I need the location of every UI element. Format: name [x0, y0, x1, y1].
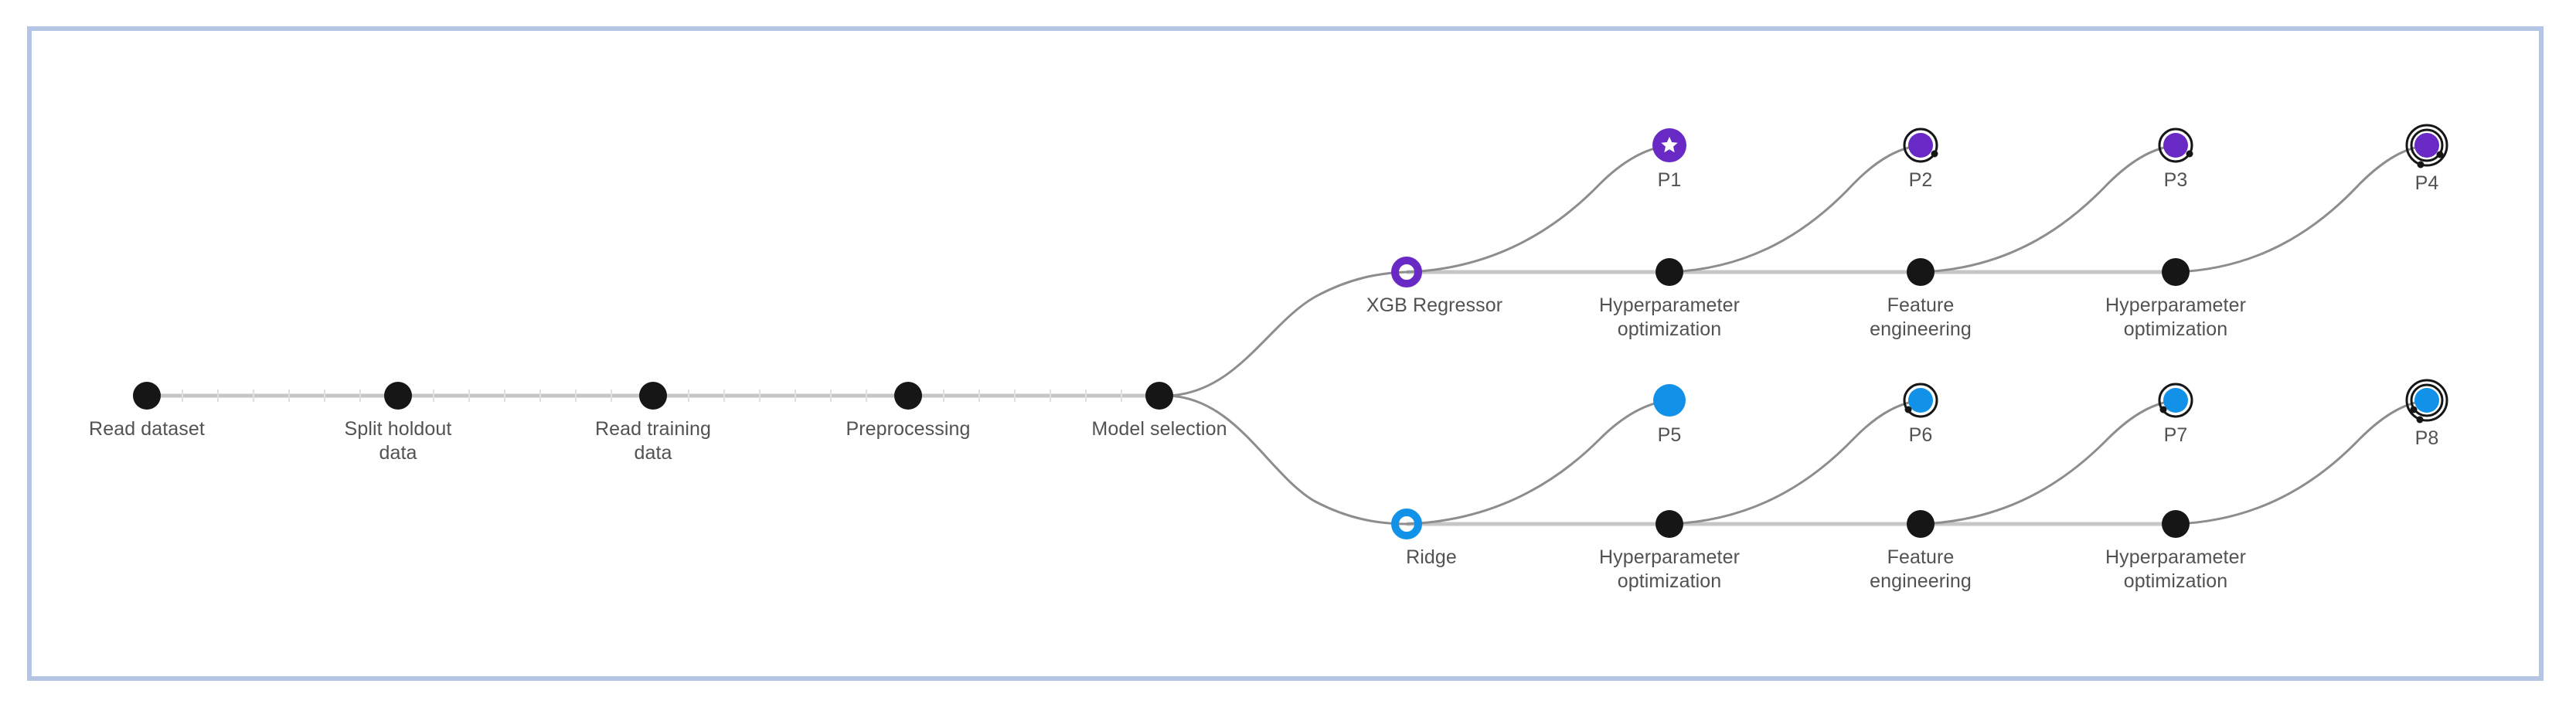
label-xgb-regressor: XGB Regressor — [1366, 294, 1503, 316]
arrow-tip-icon — [2417, 161, 2425, 168]
node-split-holdout[interactable] — [384, 382, 412, 410]
arrow-tip-icon — [2159, 406, 2167, 413]
label-p6: P6 — [1908, 424, 1933, 446]
node-read-dataset[interactable] — [133, 382, 161, 410]
node-ridge-hpo-2[interactable] — [2162, 510, 2190, 538]
pipeline-node-p1[interactable] — [1652, 128, 1686, 162]
node-xgb-feature-eng[interactable] — [1907, 258, 1935, 286]
pipeline-node-p4[interactable] — [2405, 124, 2448, 168]
label-xgb-hpo-2: Hyperparameter optimization — [2105, 294, 2247, 340]
label-xgb-hpo-1: Hyperparameter optimization — [1598, 294, 1741, 340]
node-xgb-hpo-2[interactable] — [2162, 258, 2190, 286]
label-ridge: Ridge — [1406, 546, 1457, 568]
arrow-tip-icon — [2416, 416, 2424, 424]
xgb-branch-node-layer — [1391, 257, 2190, 287]
node-ridge-hpo-1[interactable] — [1656, 510, 1683, 538]
label-p1: P1 — [1657, 169, 1682, 191]
label-ridge-hpo-1: Hyperparameter optimization — [1598, 546, 1741, 592]
label-p5: P5 — [1657, 424, 1682, 446]
label-p2: P2 — [1908, 169, 1933, 191]
pipeline-node-p5[interactable] — [1653, 384, 1686, 417]
diagram-panel — [27, 26, 2544, 681]
node-ridge-feature-eng[interactable] — [1907, 510, 1935, 538]
arrow-tip-icon — [1904, 406, 1912, 413]
trunk-node-layer — [133, 382, 1173, 410]
ridge-branch-node-layer — [1391, 509, 2190, 539]
node-read-training[interactable] — [639, 382, 667, 410]
label-preprocessing: Preprocessing — [846, 418, 971, 440]
node-xgb-regressor[interactable] — [1391, 257, 1422, 287]
label-model-selection: Model selection — [1091, 418, 1227, 440]
label-ridge-hpo-2: Hyperparameter optimization — [2105, 546, 2247, 592]
label-p7: P7 — [2163, 424, 2188, 446]
ridge-pipeline-node-layer — [1653, 379, 2448, 424]
pipeline-node-p6[interactable] — [1903, 383, 1938, 418]
label-p4: P4 — [2414, 172, 2439, 194]
node-preprocessing[interactable] — [894, 382, 922, 410]
pipeline-node-p2[interactable] — [1903, 128, 1938, 163]
edge-layer — [147, 144, 2428, 526]
label-p3: P3 — [2163, 169, 2188, 191]
arrow-tip-icon — [1931, 150, 1938, 158]
label-p8: P8 — [2414, 427, 2439, 449]
pipeline-node-p3[interactable] — [2158, 128, 2193, 163]
label-xgb-feature-engineering: Feature engineering — [1870, 294, 1972, 340]
label-split-holdout-data: Split holdout data — [344, 418, 452, 464]
node-ridge[interactable] — [1391, 509, 1422, 539]
pipeline-node-p7[interactable] — [2158, 383, 2193, 418]
label-read-training-data: Read training data — [594, 418, 712, 464]
pipeline-node-p8[interactable] — [2405, 379, 2448, 424]
node-model-selection[interactable] — [1145, 382, 1173, 410]
xgb-pipeline-node-layer — [1652, 124, 2448, 168]
label-ridge-feature-engineering: Feature engineering — [1870, 546, 1972, 592]
arrow-tip-icon — [2436, 151, 2444, 158]
label-read-dataset: Read dataset — [89, 418, 205, 440]
arrow-tip-icon — [2186, 150, 2193, 158]
arrow-tip-icon — [2410, 406, 2418, 413]
node-xgb-hpo-1[interactable] — [1656, 258, 1683, 286]
